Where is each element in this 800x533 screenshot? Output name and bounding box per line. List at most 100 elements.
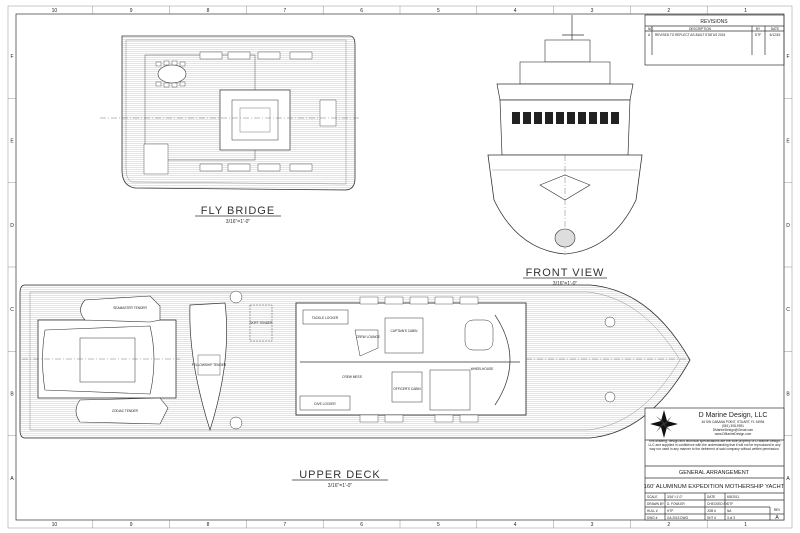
captains-cabin-label: CAPTAIN'S CABIN <box>391 329 419 333</box>
row-label: D <box>786 223 790 229</box>
row-label: C <box>786 307 790 313</box>
window <box>556 112 564 124</box>
column-label: 9 <box>130 522 133 528</box>
project-name: 160' ALUMINUM EXPEDITION MOTHERSHIP YACH… <box>644 484 785 490</box>
column-label: 3 <box>591 522 594 528</box>
upper-deck-view: SEAMASTER TENDER ZODIAC TENDER FELLOWSHI… <box>19 284 691 489</box>
dwg-value: GA 2015 DWG <box>667 516 689 520</box>
rev-row-description: REVISED TO REFLECT AS-BUILT STATUS 2015 <box>655 33 725 37</box>
window <box>600 112 608 124</box>
window <box>534 112 542 124</box>
checked-by-value: DTF <box>727 502 733 506</box>
fly-bridge-view: FLY BRIDGE 3/16"=1'-0" <box>100 35 360 225</box>
rev-header-by: BY <box>756 27 761 31</box>
tackle-locker-label: TACKLE LOCKER <box>312 316 339 320</box>
fly-bridge-scale: 3/16"=1'-0" <box>226 219 251 225</box>
column-label: 1 <box>744 8 747 14</box>
column-label: 9 <box>130 8 133 14</box>
compass-rose-logo <box>650 410 678 438</box>
row-label: F <box>10 54 13 60</box>
rev-label: REV <box>774 508 781 512</box>
rev-header-date: DATE <box>771 27 779 31</box>
date-value: 6/5/2011 <box>727 495 739 499</box>
hull-label: HULL # <box>647 509 658 513</box>
scale-value: 3/16"=1'-0" <box>667 495 683 499</box>
zodiac-tender-label: ZODIAC TENDER <box>112 409 139 413</box>
window <box>567 112 575 124</box>
rev-row-date: 6/12/15 <box>770 33 781 37</box>
column-label: 4 <box>514 8 517 14</box>
officers-cabin-label: OFFICER'S CABIN <box>393 387 421 391</box>
window <box>545 112 553 124</box>
crew-lounge-label: CREW LOUNGE <box>356 335 380 339</box>
rev-row-by: DTF <box>755 33 761 37</box>
window <box>512 112 520 124</box>
window <box>589 112 597 124</box>
column-label: 6 <box>360 8 363 14</box>
column-label: 7 <box>283 522 286 528</box>
drawn-by-value: D. FOWLER <box>667 502 685 506</box>
dwg-label: DWG # <box>647 516 658 520</box>
column-label: 1 <box>744 522 747 528</box>
upper-tender-label: SEAMASTER TENDER <box>113 306 147 310</box>
column-label: 5 <box>437 522 440 528</box>
hull-value: HTP <box>667 509 673 513</box>
rev-header-description: DESCRIPTION <box>689 27 711 31</box>
date-label: DATE <box>707 495 715 499</box>
company-address: 46 SW CABANA POINT, STUART, FL 34994 <box>702 420 765 424</box>
front-view-title: FRONT VIEW <box>526 267 605 279</box>
rev-header-no: NO <box>648 27 653 31</box>
rev-row-no: A <box>648 33 651 37</box>
row-label: C <box>10 307 14 313</box>
revisions-title: REVISIONS <box>700 19 728 25</box>
company-name: D Marine Design, LLC <box>699 412 768 419</box>
row-label: A <box>10 476 14 482</box>
drawing-title: GENERAL ARRANGEMENT <box>679 470 750 476</box>
company-website: www.DMarineDesign.com <box>715 432 752 436</box>
drawn-by-label: DRAWN BY <box>647 502 665 506</box>
column-label: 8 <box>207 522 210 528</box>
row-label: A <box>786 476 790 482</box>
scale-label: SCALE <box>647 495 657 499</box>
center-tender-label: FELLOWSHIP TENDER <box>192 363 227 367</box>
front-view: FRONT VIEW 3/16"=1'-0" <box>487 15 643 287</box>
window <box>578 112 586 124</box>
column-label: 10 <box>52 8 58 14</box>
column-label: 5 <box>437 8 440 14</box>
column-label: 10 <box>52 522 58 528</box>
row-label: E <box>10 139 14 145</box>
column-label: 2 <box>667 8 670 14</box>
row-label: B <box>786 392 790 398</box>
wheelhouse-label: WHEELHOUSE <box>471 367 494 371</box>
column-label: 4 <box>514 522 517 528</box>
title-block: D Marine Design, LLC 46 SW CABANA POINT,… <box>644 407 785 521</box>
window <box>611 112 619 124</box>
row-label: F <box>786 54 789 60</box>
fly-bridge-title: FLY BRIDGE <box>201 205 275 217</box>
column-label: 8 <box>207 8 210 14</box>
company-phone: (561) 308-9391 <box>722 424 744 428</box>
front-view-scale: 3/16"=1'-0" <box>553 281 578 287</box>
row-label: E <box>786 139 790 145</box>
job-value: NA <box>727 509 732 513</box>
company-email: DMarineDesign@Gmail.com <box>713 428 754 432</box>
column-label: 3 <box>591 8 594 14</box>
checked-by-label: CHECKED BY <box>707 502 729 506</box>
rev-value: A <box>775 515 779 521</box>
upper-deck-scale: 3/16"=1'-0" <box>328 483 353 489</box>
sheet-value: 3 of 3 <box>727 516 735 520</box>
revisions-block: REVISIONS NO DESCRIPTION BY DATE A REVIS… <box>644 14 785 66</box>
row-label: B <box>10 392 14 398</box>
window <box>523 112 531 124</box>
row-label: D <box>10 223 14 229</box>
column-label: 2 <box>667 522 670 528</box>
dive-locker-label: DIVE LOCKER <box>314 402 336 406</box>
column-label: 6 <box>360 522 363 528</box>
job-label: JOB # <box>707 509 716 513</box>
crew-mess-label: CREW MESS <box>342 375 362 379</box>
upper-deck-title: UPPER DECK <box>299 469 381 481</box>
skiff-tender-label: SKIFF TENDER <box>250 321 274 325</box>
confidentiality-notice: This drawing, design and technical speci… <box>648 440 781 451</box>
